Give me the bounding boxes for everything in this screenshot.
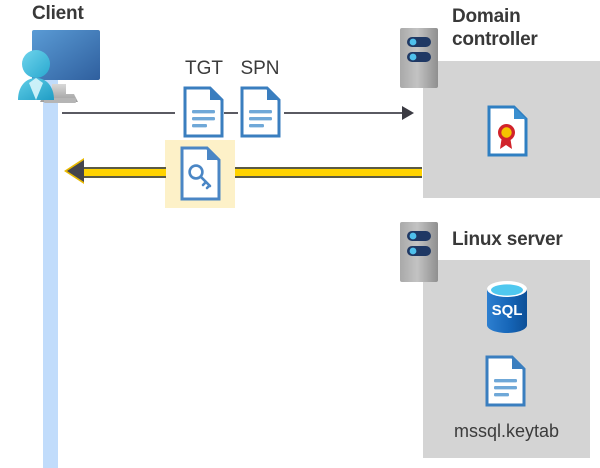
server-rack-icon (400, 222, 438, 282)
client-label: Client (32, 3, 84, 24)
domain-controller-label: Domain controller (452, 5, 592, 51)
certificate-document-icon (487, 105, 528, 157)
server-rack-icon (400, 28, 438, 88)
user-computer-icon (8, 26, 104, 110)
domain-controller-label-line1: Domain (452, 6, 521, 27)
document-icon (240, 86, 281, 138)
request-arrow-shaft-right (284, 112, 403, 114)
response-arrow-shaft-right (234, 167, 422, 178)
sql-database-icon: SQL (481, 279, 533, 335)
key-document-icon (180, 146, 221, 201)
response-arrow-shaft-left (84, 167, 166, 178)
sql-database-caption: SQL (492, 302, 523, 319)
tgt-label: TGT (185, 58, 223, 79)
request-arrow-shaft-left (62, 112, 175, 114)
document-icon (183, 86, 224, 138)
linux-server-label: Linux server (452, 229, 563, 250)
response-arrow-head (67, 160, 84, 182)
request-arrow-shaft-mid (224, 112, 238, 114)
spn-label: SPN (240, 58, 280, 79)
client-lifeline (43, 62, 58, 468)
keytab-file-label: mssql.keytab (453, 421, 560, 441)
request-arrow-head (402, 106, 414, 120)
domain-controller-label-line2: controller (452, 29, 538, 50)
keytab-document-icon (485, 355, 526, 407)
